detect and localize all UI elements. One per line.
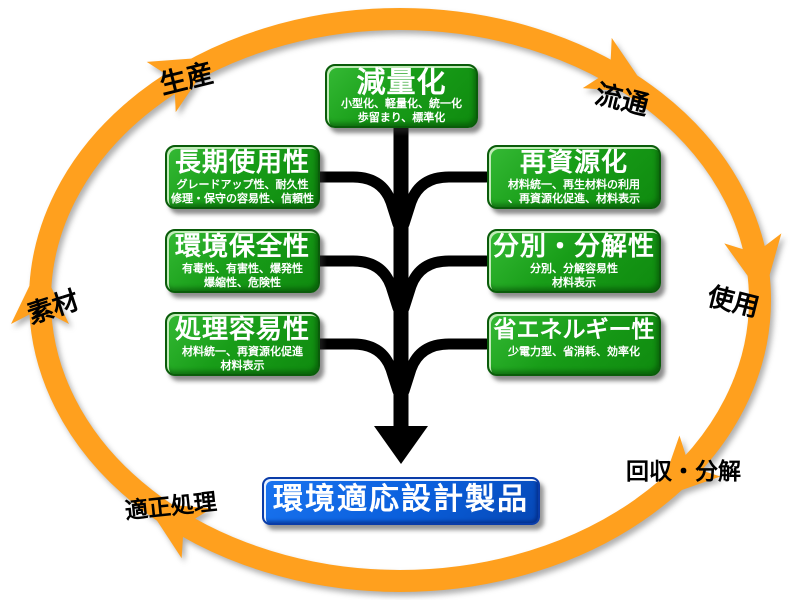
result-box: 環境適応設計製品 [262,477,540,525]
box-title: 分別・分解性 [492,232,655,262]
box-subtext-line1: 少電力型、省消耗、効率化 [508,345,640,358]
cycle-arrowhead-use-icon [724,233,782,298]
flow-branch-left-3 [314,338,404,397]
box-title: 処理容易性 [174,315,310,345]
flow-branch-right-3 [398,338,492,397]
box-title: 省エネルギー性 [493,317,655,343]
box-subtext-line2: 爆縮性、危険性 [204,275,281,289]
box-title: 長期使用性 [174,148,310,178]
cycle-arrowhead-materials-icon [11,264,69,324]
box-subtext-line1: グレードアップ性、耐久性 [176,178,309,191]
flow-branch-left-2 [314,255,404,314]
box-subtext-line2: 歩留まり、標準化 [357,110,446,124]
flow-arrowhead-down-icon [374,426,428,464]
box-separability-disassembly: 分別・分解性 分別、分解容易性 材料表示 [487,229,661,293]
box-recyclability: 再資源化 材料統一、再生材料の利用 、再資源化促進、材料表示 [487,145,661,209]
box-weight-reduction: 減量化 小型化、軽量化、統一化 歩留まり、標準化 [325,64,478,128]
result-label: 環境適応設計製品 [273,482,529,517]
box-subtext-line2: 、再資源化促進、材料表示 [508,191,640,205]
box-subtext-line1: 材料統一、再資源化促進 [182,345,303,358]
flow-branch-right-2 [398,255,492,314]
box-environment-preservation: 環境保全性 有毒性、有害性、爆発性 爆縮性、危険性 [165,229,320,293]
flow-branch-right-1 [398,171,492,230]
box-title: 環境保全性 [174,232,310,262]
box-subtext-line2: 材料表示 [220,358,265,372]
box-subtext-line1: 小型化、軽量化、統一化 [341,97,462,110]
cycle-arrowhead-production-icon [146,57,214,113]
stage-label-collection-disassembly: 回収・分解 [626,459,741,485]
cycle-arrowhead-collection-icon [657,435,721,499]
cycle-arrowhead-distribution-icon [582,37,650,93]
box-title: 再資源化 [519,148,628,178]
box-ease-of-treatment: 処理容易性 材料統一、再資源化促進 材料表示 [165,312,320,376]
box-subtext-line1: 有毒性、有害性、爆発性 [182,262,303,275]
box-subtext-line2: 修理・保守の容易性、信頼性 [171,191,314,205]
box-energy-saving: 省エネルギー性 少電力型、省消耗、効率化 [487,312,661,376]
box-title: 減量化 [356,65,447,99]
box-subtext-line1: 分別、分解容易性 [530,262,618,275]
cycle-arrowhead-treatment-icon [145,502,212,559]
box-subtext-line1: 材料統一、再生材料の利用 [508,178,640,191]
box-long-term-usability: 長期使用性 グレードアップ性、耐久性 修理・保守の容易性、信頼性 [165,145,320,209]
box-subtext-line2: 材料表示 [552,275,596,289]
flow-branch-left-1 [314,171,404,230]
